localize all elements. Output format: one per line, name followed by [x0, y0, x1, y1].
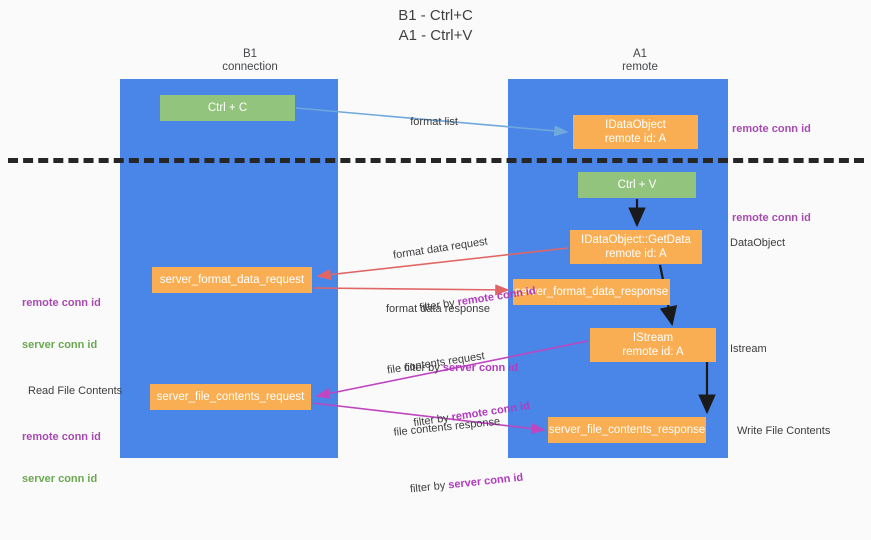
edge-label-file-contents-response: file contents response filter by server …	[390, 385, 528, 539]
side-label-left-conn-ids: remote conn id server conn id	[22, 268, 101, 380]
node-ctrl-c[interactable]: Ctrl + C	[160, 95, 295, 121]
side-label-write-file-contents: Write File Contents	[737, 425, 831, 437]
column-header-a1: A1 remote	[622, 48, 658, 73]
edge-label-file-contents-response-filter-prefix: filter by	[409, 479, 449, 496]
side-label-right-remote-conn-id-mid: remote conn id	[732, 212, 811, 224]
side-label-left-conn-ids-2: remote conn id server conn id	[22, 402, 101, 514]
node-istream[interactable]: IStream remote id: A	[590, 328, 716, 362]
edge-label-format-data-response-filter-prefix: filter by	[404, 362, 443, 374]
page-title: B1 - Ctrl+C A1 - Ctrl+V	[398, 7, 473, 44]
edge-label-format-list: format list	[398, 101, 458, 143]
node-ctrl-v-label: Ctrl + V	[617, 179, 657, 191]
side-label-right-remote-conn-id-top: remote conn id	[732, 123, 811, 135]
column-header-b1: B1 connection	[222, 48, 278, 73]
diagram-canvas: B1 - Ctrl+C A1 - Ctrl+V B1 connection A1…	[8, 7, 864, 495]
node-server-format-data-response[interactable]: server_format_data_response	[513, 279, 670, 305]
edge-label-format-data-response: format data response filter by server co…	[386, 274, 518, 417]
node-idataobject[interactable]: IDataObject remote id: A	[573, 115, 698, 149]
node-ctrl-v[interactable]: Ctrl + V	[578, 172, 696, 198]
edge-label-file-contents-response-text: file contents response	[393, 415, 501, 439]
node-server-file-contents-response-label: server_file_contents_response	[548, 424, 706, 436]
edge-label-format-list-text: format list	[410, 116, 458, 128]
phase-divider	[8, 158, 864, 163]
edge-label-format-data-request-text: format data request	[392, 235, 489, 262]
side-label-dataobject: DataObject	[730, 237, 786, 249]
node-idataobject-getdata[interactable]: IDataObject::GetData remote id: A	[570, 230, 702, 264]
node-idataobject-remote-id: remote id: A	[604, 133, 667, 145]
side-label-read-file-contents: Read File Contents	[28, 385, 123, 397]
node-server-format-data-request-label: server_format_data_request	[159, 274, 305, 286]
side-label-left-remote-conn-id-2: remote conn id	[22, 431, 101, 443]
node-server-file-contents-request-label: server_file_contents_request	[156, 391, 305, 403]
edge-label-file-contents-response-filter-key: server conn id	[447, 471, 524, 492]
node-idataobject-label: IDataObject	[605, 119, 666, 131]
node-server-file-contents-request[interactable]: server_file_contents_request	[150, 384, 311, 410]
node-istream-label: IStream	[632, 332, 674, 344]
node-ctrl-c-label: Ctrl + C	[207, 102, 248, 114]
side-label-left-server-conn-id-2: server conn id	[22, 473, 98, 485]
node-server-format-data-request[interactable]: server_format_data_request	[152, 267, 312, 293]
node-server-format-data-response-label: server_format_data_response	[514, 286, 669, 298]
edge-label-file-contents-request-text: file contents request	[386, 350, 486, 377]
side-label-istream: Istream	[730, 343, 767, 355]
side-label-left-server-conn-id: server conn id	[22, 339, 98, 351]
edge-label-format-data-response-filter-key: server conn id	[442, 362, 519, 374]
side-label-left-remote-conn-id: remote conn id	[22, 297, 101, 309]
node-istream-remote-id: remote id: A	[622, 346, 684, 358]
node-idataobject-getdata-remote-id: remote id: A	[605, 248, 667, 260]
node-server-file-contents-response[interactable]: server_file_contents_response	[548, 417, 706, 443]
node-idataobject-getdata-label: IDataObject::GetData	[581, 234, 691, 246]
edge-label-format-data-response-text: format data response	[386, 303, 490, 315]
